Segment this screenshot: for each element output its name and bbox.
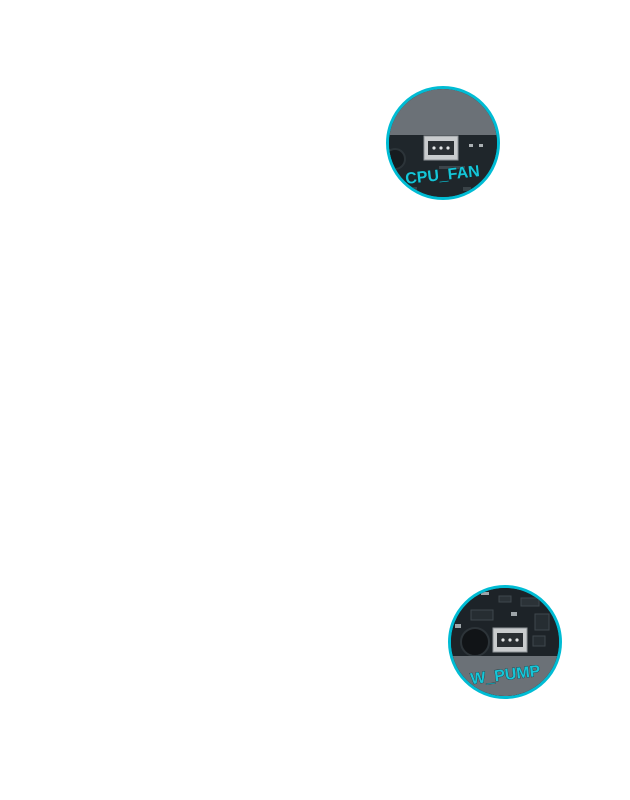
chip [498,595,512,603]
smd-component [463,187,471,191]
header-pin [508,638,512,642]
chip [470,609,494,621]
chip [520,597,540,607]
smd-component [469,144,473,147]
header-pin [501,638,505,642]
w-pump-header-callout: W_PUMP [448,585,562,699]
mount-standoff [389,148,406,170]
header-pin [515,638,519,642]
smd-component [461,594,467,598]
chip [532,635,546,647]
smd-component [511,612,517,616]
cpu-fan-header-callout: CPU_FAN [386,86,500,200]
smd-component [481,592,489,595]
chip [534,613,550,631]
case-panel [389,89,497,135]
cpu-fan-header-image: CPU_FAN [389,89,497,197]
header-pin [432,146,436,150]
header-pin [446,146,450,150]
smd-component [455,624,461,628]
smd-component [409,187,417,191]
w-pump-header-image: W_PUMP [451,588,559,696]
case-panel [451,656,559,696]
header-pin [439,146,443,150]
silkscreen-marking [439,166,465,169]
capacitor [460,627,490,657]
smd-component [479,144,483,147]
